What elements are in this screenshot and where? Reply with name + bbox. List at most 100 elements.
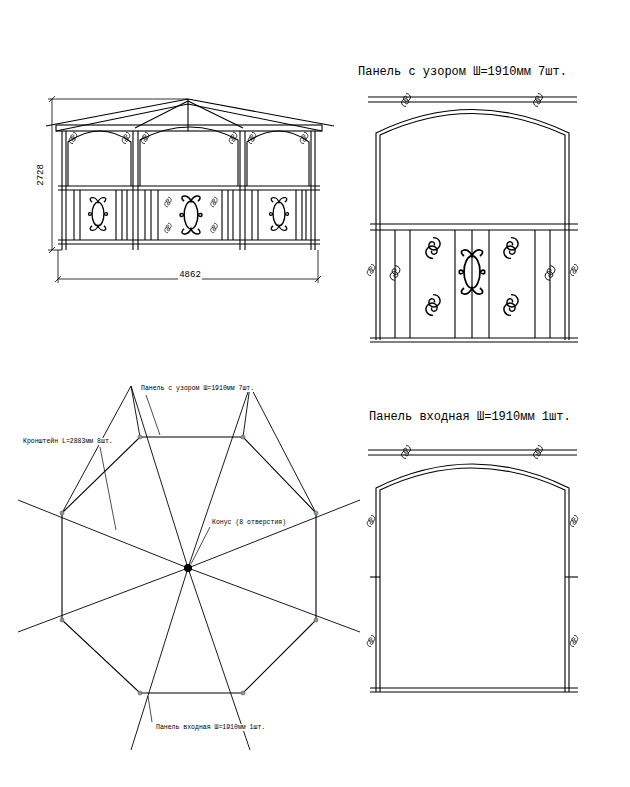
- plan-view: [314, 511, 318, 515]
- plan-view: [60, 435, 318, 695]
- entrance-panel: [368, 454, 577, 455]
- entrance-panel: [370, 576, 380, 577]
- dimension-text: 4862: [178, 271, 202, 281]
- patterned-panel: [376, 110, 569, 341]
- callout-label: Кронштейн L=2883мм 8шт.: [22, 438, 114, 445]
- elevation-view: [58, 239, 320, 240]
- dimension-lines: [48, 250, 62, 251]
- elevation-view: [74, 190, 127, 240]
- elevation-view: [270, 198, 289, 231]
- plan-view: [60, 618, 64, 622]
- plan-view: [131, 386, 140, 437]
- elevation-view: [300, 132, 308, 143]
- plan-view: [243, 386, 250, 437]
- elevation-view: [58, 185, 320, 186]
- leader-lines: [148, 696, 152, 722]
- plan-view: [241, 435, 245, 439]
- elevation-view: [56, 125, 322, 131]
- elevation-view: [58, 243, 320, 244]
- plan-view: [18, 386, 360, 750]
- patterned-panel: [402, 94, 411, 107]
- elevation-view: [211, 223, 217, 233]
- patterned-panel: [370, 229, 578, 230]
- leader-lines: [146, 395, 160, 435]
- patterned-panel: [368, 101, 577, 102]
- entrance-panel: [370, 691, 578, 692]
- dimension-lines: [49, 96, 55, 102]
- entrance-panel: [367, 635, 375, 646]
- entrance-panel: [534, 446, 543, 459]
- leader-lines: [191, 527, 210, 564]
- plan-view: [18, 386, 360, 750]
- elevation-view: [187, 99, 188, 131]
- plan-view: [188, 568, 360, 632]
- elevation-view: [252, 190, 306, 240]
- entrance-panel: [565, 576, 578, 577]
- callout-label: Панель входная Ш=1910мм 1шт.: [155, 724, 266, 731]
- entrance-panel: [380, 468, 565, 692]
- panel-heading: Панель с узором Ш=1910мм 7шт.: [357, 66, 568, 79]
- patterned-panel: [367, 264, 375, 275]
- dimension-text: 2728: [37, 163, 47, 187]
- patterned-panel: [370, 341, 578, 342]
- elevation-view: [89, 198, 108, 231]
- elevation-view: [141, 132, 149, 143]
- plan-view: [188, 568, 250, 750]
- patterned-panel: [368, 96, 577, 97]
- elevation-view: [229, 132, 237, 143]
- entrance-panel: [368, 449, 577, 450]
- dimension-lines: [315, 276, 321, 282]
- patterned-panel: [534, 94, 543, 107]
- plan-view: [250, 386, 316, 513]
- patterned-panel: [504, 295, 518, 316]
- plan-view: [62, 386, 131, 513]
- elevation-view: [58, 189, 320, 190]
- patterned-panel: [390, 266, 400, 280]
- entrance-panel: [367, 446, 578, 692]
- entrance-panel: [376, 464, 569, 692]
- dimension-lines: [318, 250, 319, 283]
- patterned-panel: [459, 250, 485, 294]
- patterned-panel: [370, 223, 578, 224]
- leader-lines: [100, 395, 210, 722]
- dimension-lines: [58, 250, 59, 283]
- entrance-panel: [570, 515, 578, 526]
- elevation-view: [247, 131, 309, 186]
- patterned-panel: [395, 230, 550, 338]
- callout-label: Панель с узором Ш=1910мм 7шт.: [140, 385, 255, 392]
- elevation-view: [122, 132, 130, 143]
- entrance-panel: [402, 446, 411, 459]
- plan-view: [131, 386, 188, 568]
- plan-view: [188, 500, 360, 568]
- panel-heading: Панель входная Ш=1910мм 1шт.: [368, 411, 572, 424]
- patterned-panel: [426, 295, 440, 316]
- patterned-panel: [426, 238, 440, 259]
- elevation-view: [68, 131, 131, 186]
- elevation-view: [211, 197, 217, 207]
- leader-lines: [100, 447, 116, 530]
- elevation-view: [188, 101, 243, 128]
- plan-view: [131, 568, 188, 750]
- entrance-panel: [370, 687, 578, 688]
- elevation-view: [135, 101, 188, 128]
- plan-view: [60, 511, 64, 515]
- callout-label: Конус (8 отверстия): [211, 519, 287, 526]
- patterned-panel: [367, 94, 578, 342]
- patterned-panel: [504, 238, 518, 259]
- elevation-view: [145, 190, 233, 240]
- plan-view: [138, 435, 142, 439]
- elevation-view: [46, 99, 334, 250]
- patterned-panel: [370, 337, 578, 338]
- plan-view: [18, 568, 188, 632]
- patterned-panel: [545, 266, 555, 280]
- plan-view: [188, 386, 250, 568]
- plan-view: [18, 500, 188, 568]
- entrance-panel: [570, 635, 578, 646]
- dimension-lines: [48, 96, 321, 283]
- dimension-lines: [55, 276, 61, 282]
- patterned-panel: [570, 264, 578, 275]
- elevation-view: [140, 127, 238, 186]
- elevation-view: [165, 223, 171, 233]
